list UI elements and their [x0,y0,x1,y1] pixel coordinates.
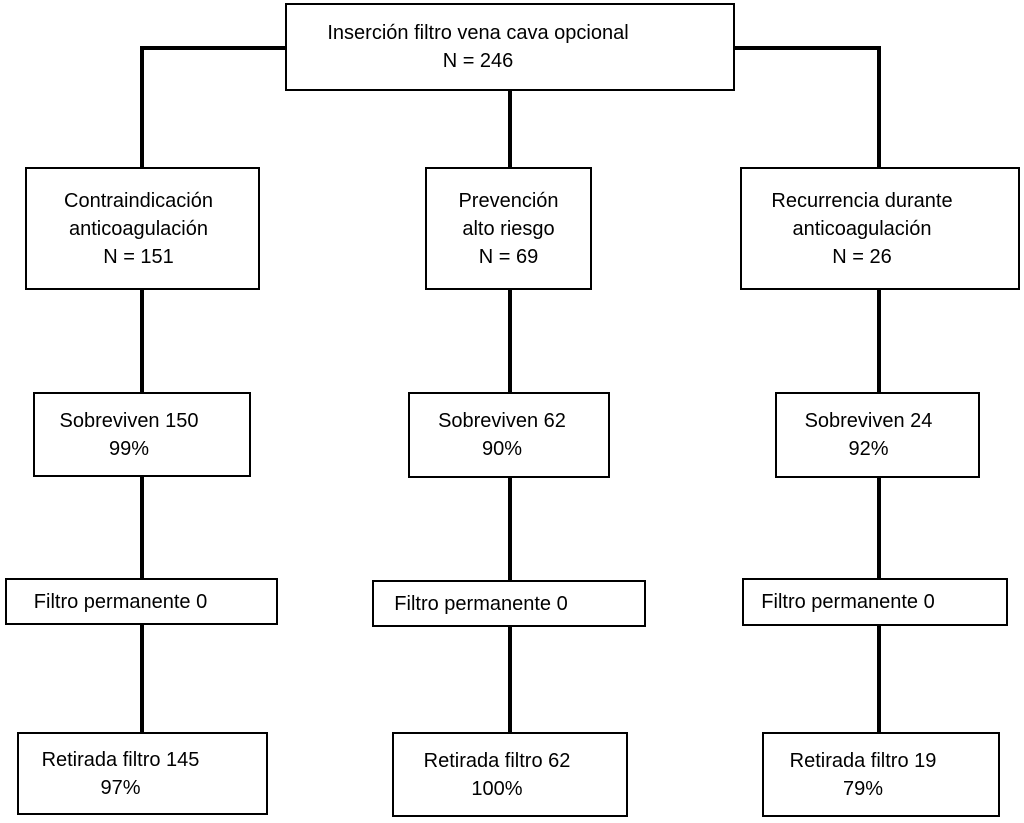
node-insercion-filtro: Inserción filtro vena cava opcional N = … [285,3,735,91]
node-text-line: 90% [481,438,523,460]
connector-root-center-vertical [508,89,512,169]
node-text-line: anticoagulación [68,217,208,240]
node-text-line: N = 151 [103,245,174,268]
node-text-line: Sobreviven 62 [438,410,566,432]
connector-col2-indication-survival [508,288,512,394]
node-filtro-permanente-col1: Filtro permanente 0 [5,578,278,625]
node-sobreviven-col1: Sobreviven 150 99% [33,392,251,477]
connector-col3-permanent-retrieval [877,624,881,734]
node-text-line: Filtro permanente 0 [394,592,568,615]
node-text-line: Retirada filtro 62 [423,749,571,772]
node-text-line: Contraindicación [64,189,213,212]
node-text-line: alto riesgo [462,217,555,240]
node-text-line: Recurrencia durante [771,189,953,212]
node-text-line: Prevención [458,189,559,212]
node-text-line: Retirada filtro 19 [789,749,937,772]
node-text-line: Filtro permanente 0 [761,591,935,613]
node-prevencion-alto-riesgo: Prevención alto riesgo N = 69 [425,167,592,290]
node-retirada-filtro-col3: Retirada filtro 19 79% [762,732,1000,817]
node-text-line: Filtro permanente 0 [33,590,208,613]
connector-col3-survival-permanent [877,476,881,580]
node-text-line: 79% [842,777,884,800]
node-text-line: 92% [848,438,889,460]
connector-root-right-horizontal [733,46,881,50]
connector-col1-permanent-retrieval [140,623,144,734]
connector-col2-permanent-retrieval [508,625,512,734]
node-text-line: anticoagulación [792,217,932,240]
node-text-line: Inserción filtro vena cava opcional [327,22,629,44]
node-retirada-filtro-col2: Retirada filtro 62 100% [392,732,628,817]
node-filtro-permanente-col3: Filtro permanente 0 [742,578,1008,626]
node-text-line: N = 246 [442,50,514,72]
node-text-line: N = 69 [478,245,539,268]
connector-col2-survival-permanent [508,476,512,582]
connector-root-left-horizontal [140,46,287,50]
node-text-line: 97% [100,776,141,799]
node-filtro-permanente-col2: Filtro permanente 0 [372,580,646,627]
connector-root-left-vertical [140,46,144,169]
node-sobreviven-col2: Sobreviven 62 90% [408,392,610,478]
node-sobreviven-col3: Sobreviven 24 92% [775,392,980,478]
node-text-line: 100% [471,777,523,800]
node-text-line: 99% [108,437,149,460]
node-recurrencia-anticoagulacion: Recurrencia durante anticoagulación N = … [740,167,1020,290]
node-text-line: Retirada filtro 145 [41,748,200,771]
node-contraindicacion-anticoagulacion: Contraindicación anticoagulación N = 151 [25,167,260,290]
node-retirada-filtro-col1: Retirada filtro 145 97% [17,732,268,815]
connector-root-right-vertical [877,46,881,169]
node-text-line: Sobreviven 150 [59,409,199,432]
connector-col1-survival-permanent [140,475,144,580]
connector-col1-indication-survival [140,288,144,394]
node-text-line: Sobreviven 24 [804,410,933,432]
node-text-line: N = 26 [832,245,892,268]
connector-col3-indication-survival [877,288,881,394]
